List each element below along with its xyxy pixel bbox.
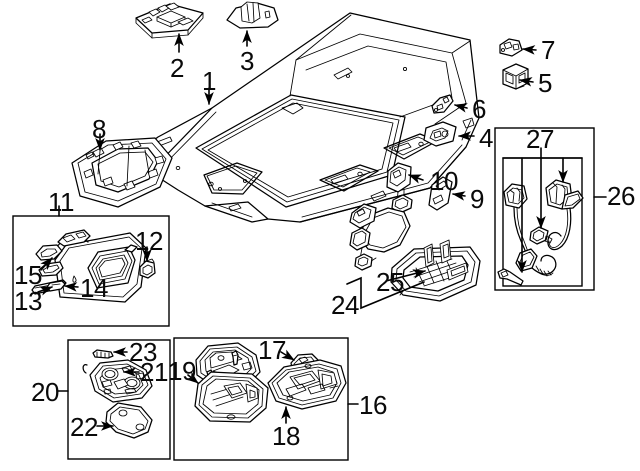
callout-label-13[interactable]: 13 — [14, 286, 42, 316]
callout-label-21[interactable]: 21 — [140, 357, 168, 387]
callout-leaders — [37, 30, 607, 431]
lamp-bracket-art — [390, 239, 481, 302]
callout-label-7[interactable]: 7 — [541, 35, 555, 65]
room-lamp-group-box-art — [67, 339, 171, 460]
callout-label-15[interactable]: 15 — [14, 260, 42, 290]
visor-support-bracket-art — [428, 176, 453, 211]
callout-label-8[interactable]: 8 — [92, 114, 106, 144]
callout-label-17[interactable]: 17 — [258, 335, 286, 365]
callout-label-3[interactable]: 3 — [240, 46, 254, 76]
callout-label-22[interactable]: 22 — [70, 412, 98, 442]
callout-label-10[interactable]: 10 — [430, 166, 458, 196]
callout-label-11[interactable]: 11 — [48, 187, 75, 217]
callout-label-23[interactable]: 23 — [129, 337, 157, 367]
callout-label-5[interactable]: 5 — [538, 68, 552, 98]
callout-label-27[interactable]: 27 — [526, 124, 554, 154]
callout-label-25[interactable]: 25 — [376, 267, 404, 297]
callout-label-19[interactable]: 19 — [168, 356, 196, 386]
callout-label-16[interactable]: 16 — [359, 390, 387, 420]
callout-label-2[interactable]: 2 — [170, 53, 184, 83]
assist-grip-cover-art — [423, 121, 457, 147]
bracket-clip-art — [499, 38, 523, 57]
small-clip-art — [431, 94, 454, 114]
callout-label-14[interactable]: 14 — [80, 273, 108, 303]
callout-label-20[interactable]: 20 — [31, 377, 59, 407]
harness-strap-body-art — [349, 203, 411, 271]
coat-hook-art — [226, 1, 279, 29]
headliner-panel-art — [141, 12, 480, 223]
callout-label-18[interactable]: 18 — [272, 421, 300, 451]
callout-label-1[interactable]: 1 — [202, 66, 216, 96]
map-lamp-group-box-art — [173, 337, 349, 461]
callout-label-6[interactable]: 6 — [472, 94, 486, 124]
callout-label-26[interactable]: 26 — [607, 181, 635, 211]
callout-label-9[interactable]: 9 — [470, 184, 484, 214]
sunroof-frame-bracket-art — [71, 137, 173, 208]
wire-harness-clip-art — [386, 162, 413, 214]
sunroof-switch-assembly-art — [135, 2, 204, 39]
retainer-clip-art — [502, 63, 529, 90]
callout-label-24[interactable]: 24 — [331, 290, 359, 320]
callout-label-12[interactable]: 12 — [135, 226, 163, 256]
callout-label-4[interactable]: 4 — [479, 123, 493, 153]
